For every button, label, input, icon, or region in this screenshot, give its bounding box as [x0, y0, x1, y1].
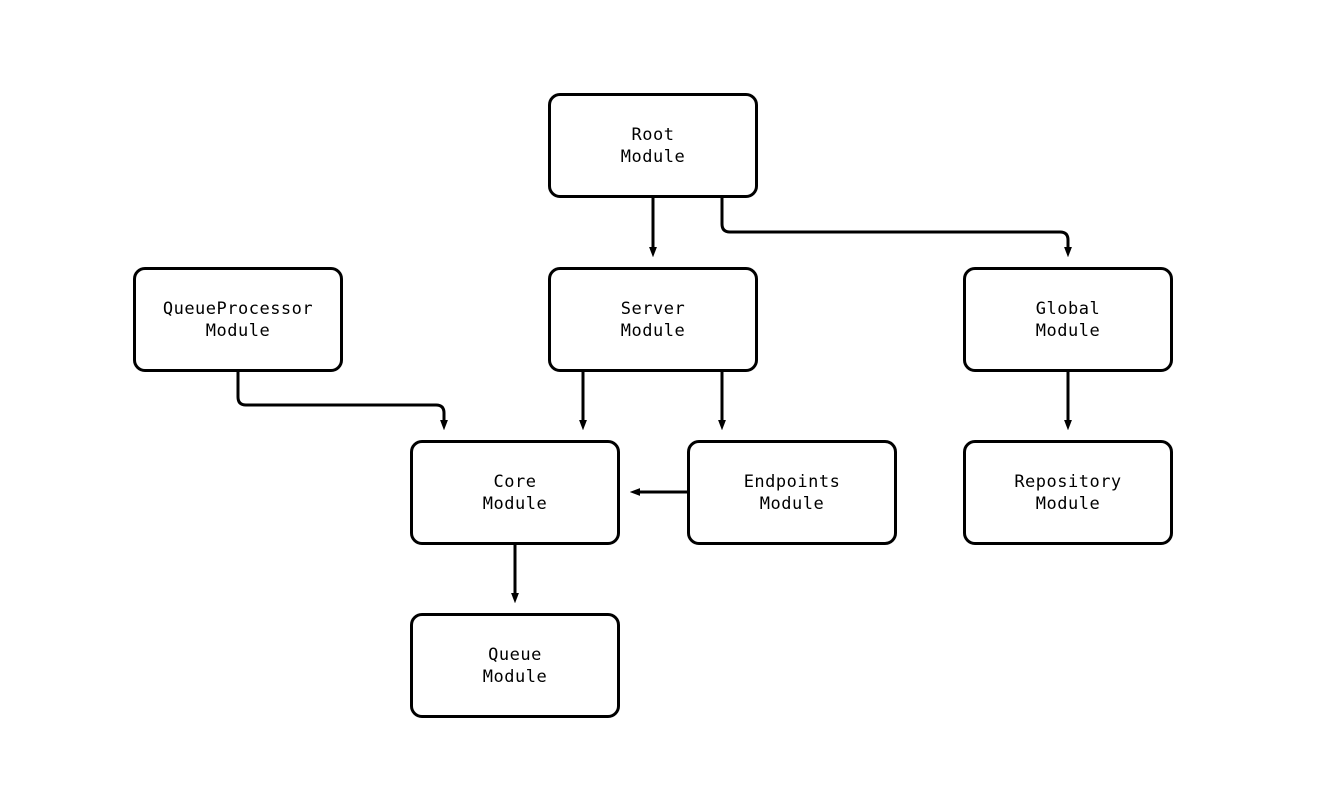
node-server-module[interactable]: Server Module [548, 267, 758, 372]
node-label-line2: Module [482, 493, 548, 514]
node-label-line2: Module [620, 320, 686, 341]
node-queue-module[interactable]: Queue Module [410, 613, 620, 718]
edge-root-global [720, 198, 1068, 252]
edge-queueprocessor-core [236, 372, 444, 425]
node-root-module[interactable]: Root Module [548, 93, 758, 198]
node-label-line2: Module [205, 320, 271, 341]
node-label-line2: Module [759, 493, 825, 514]
node-global-module[interactable]: Global Module [963, 267, 1173, 372]
node-label-line1: Endpoints [743, 471, 841, 492]
node-label-line1: Core [493, 471, 537, 492]
node-queueprocessor-module[interactable]: QueueProcessor Module [133, 267, 343, 372]
node-label-line2: Module [1035, 493, 1101, 514]
node-label-line1: Server [620, 298, 686, 319]
node-endpoints-module[interactable]: Endpoints Module [687, 440, 897, 545]
node-repository-module[interactable]: Repository Module [963, 440, 1173, 545]
node-label-line1: Repository [1014, 471, 1122, 492]
node-label-line1: Global [1035, 298, 1101, 319]
node-label-line1: QueueProcessor [162, 298, 314, 319]
node-label-line2: Module [482, 666, 548, 687]
node-label-line1: Queue [488, 644, 542, 665]
node-label-line2: Module [1035, 320, 1101, 341]
node-core-module[interactable]: Core Module [410, 440, 620, 545]
node-label-line1: Root [631, 124, 675, 145]
node-label-line2: Module [620, 146, 686, 167]
